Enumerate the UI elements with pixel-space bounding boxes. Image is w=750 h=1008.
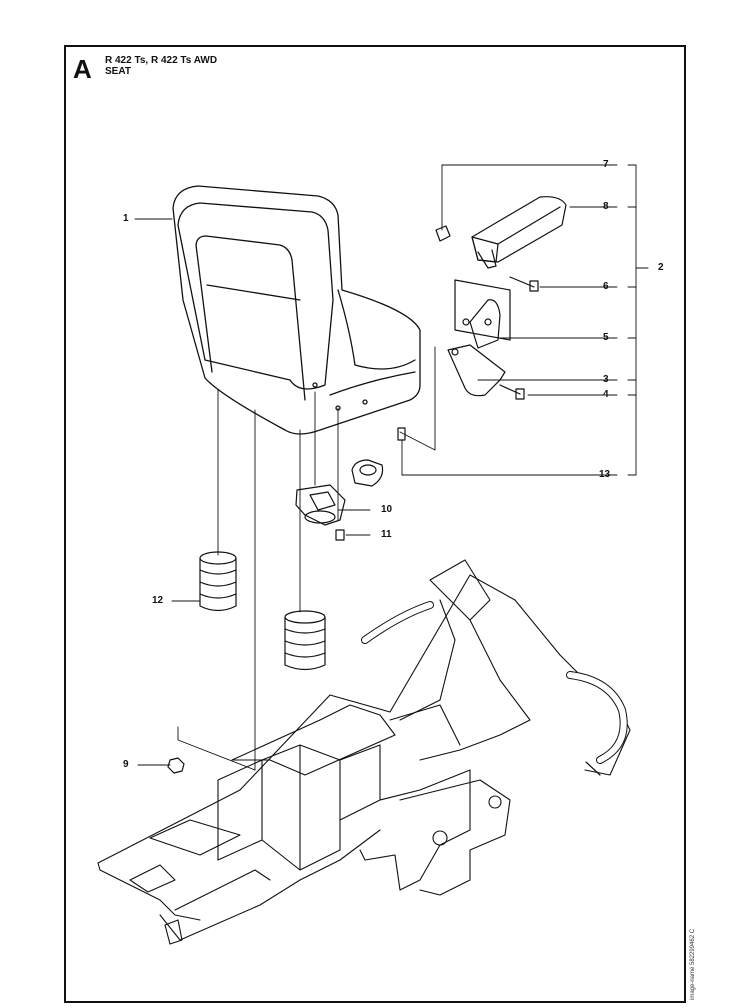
small-hardware [398,226,538,440]
callout-3: 3 [603,374,609,385]
callout-5: 5 [603,332,609,343]
frame-tubes [365,605,624,775]
rubber-buffer [285,611,325,670]
callout-2: 2 [658,262,664,273]
callout-8: 8 [603,201,609,212]
assembly-title: SEAT [105,66,131,77]
seat-mount [296,460,383,540]
callout-6: 6 [603,281,609,292]
image-id-label: image-name 582299462 C [690,928,696,1000]
seat [173,186,420,434]
callout-4: 4 [603,389,609,400]
leader-lines [135,165,648,770]
callout-11: 11 [381,529,392,540]
callout-12: 12 [152,595,164,606]
callout-1: 1 [123,213,129,224]
bracket-3 [448,345,505,396]
drawing-frame [64,45,686,1003]
nut-9 [168,758,184,773]
rubber-buffer-12 [200,552,236,611]
callout-7: 7 [603,159,609,170]
bracket-plate-5 [455,280,510,348]
section-letter: A [73,54,92,84]
chassis-frame [98,560,630,944]
model-title: R 422 Ts, R 422 Ts AWD [105,55,218,66]
callout-13: 13 [599,469,611,480]
callout-10: 10 [381,504,393,515]
callout-9: 9 [123,759,129,770]
armrest [472,197,566,268]
